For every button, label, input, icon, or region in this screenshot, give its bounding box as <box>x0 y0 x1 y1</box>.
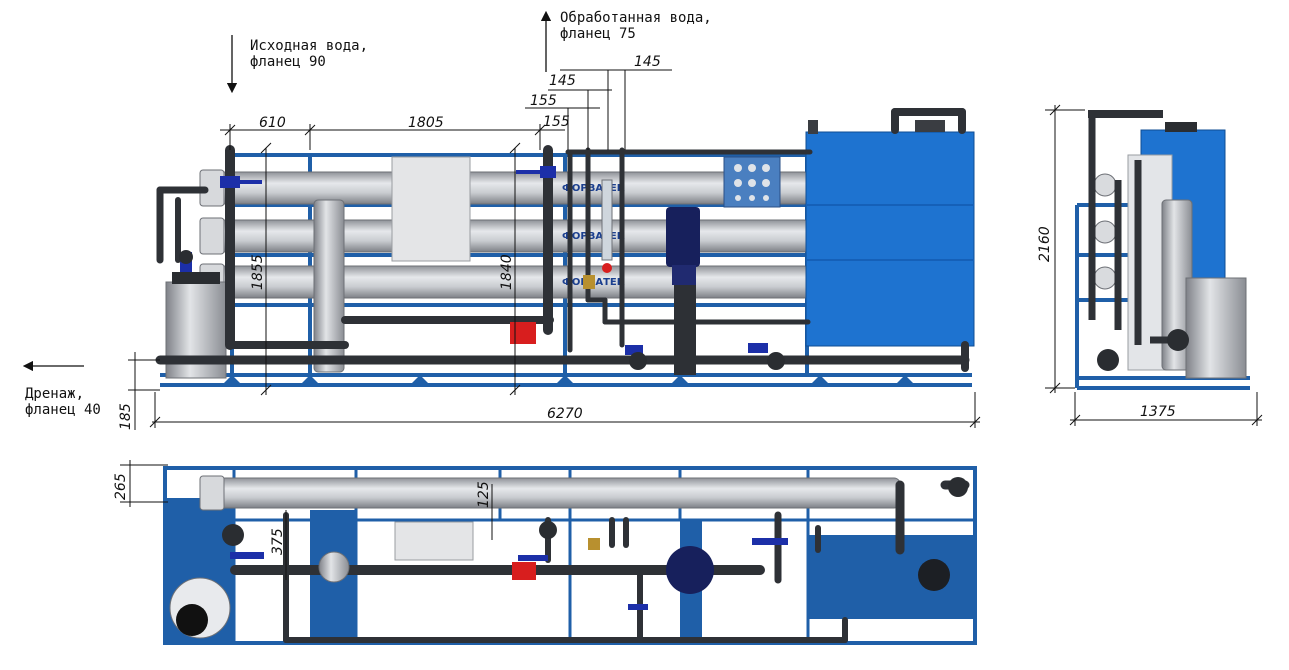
dim-6270: 6270 <box>547 406 583 422</box>
drain-label-line-2: фланец 40 <box>25 402 101 418</box>
flow-meter <box>601 179 613 261</box>
top-red-valve <box>512 562 536 580</box>
dim-185: 185 <box>118 403 134 430</box>
inlet-label-line-1: Исходная вода, <box>250 38 369 54</box>
side-vessel-end-2 <box>1093 220 1117 244</box>
top-valves <box>230 538 788 610</box>
front-base-legs <box>222 375 915 385</box>
brand-label-2: ФОРВАТЕК <box>562 231 626 242</box>
dim-155-lower: 155 <box>543 114 570 130</box>
side-vessel-end-3 <box>1093 266 1117 290</box>
top-silver-column <box>318 551 350 583</box>
dim-1375: 1375 <box>1140 404 1176 420</box>
dim-1805: 1805 <box>408 115 444 131</box>
drain-label-line-1: Дренаж, <box>25 386 85 402</box>
side-top-pipe <box>1088 110 1163 118</box>
outlet-label-line-2: фланец 75 <box>560 26 636 42</box>
dim-375: 375 <box>270 528 286 555</box>
brass-fitting <box>583 275 595 289</box>
clean-water-tank <box>805 120 975 347</box>
side-cartridge-filter <box>1185 277 1247 379</box>
side-view <box>1075 110 1250 390</box>
dim-1840: 1840 <box>499 254 515 290</box>
drain-label: Дренаж, фланец 40 <box>25 386 101 418</box>
silver-column <box>313 199 345 373</box>
top-flange <box>222 524 244 546</box>
side-flange <box>1097 349 1119 371</box>
top-view <box>163 466 977 645</box>
inlet-label-line-2: фланец 90 <box>250 54 326 70</box>
inlet-label: Исходная вода, фланец 90 <box>250 38 368 70</box>
side-flange-2 <box>1167 329 1189 351</box>
top-flange-2 <box>539 521 557 539</box>
top-control-panel <box>394 521 474 561</box>
dim-265: 265 <box>113 473 129 500</box>
side-tank-hatch <box>1165 122 1197 132</box>
brand-label-1: ФОРВАТЕК <box>562 183 626 194</box>
membrane-vessels <box>199 169 811 301</box>
control-panel <box>391 156 471 262</box>
top-vessel <box>199 477 901 509</box>
sample-valve <box>602 263 612 273</box>
dim-145-right: 145 <box>634 54 661 70</box>
outlet-label: Обработанная вода, фланец 75 <box>560 10 712 42</box>
dim-155-upper: 155 <box>530 93 557 109</box>
high-pressure-pump <box>666 207 700 375</box>
top-vessel-cap <box>199 475 225 511</box>
dim-1855: 1855 <box>250 254 266 290</box>
top-brass-fitting <box>588 538 600 550</box>
front-pipes <box>155 108 970 372</box>
dimension-lines <box>120 69 1263 580</box>
dim-610: 610 <box>259 115 286 131</box>
gauge-board <box>723 156 781 208</box>
top-flange-3 <box>948 477 968 497</box>
dim-2160: 2160 <box>1037 226 1053 262</box>
top-pump <box>666 546 714 594</box>
outlet-label-line-1: Обработанная вода, <box>560 10 712 26</box>
front-view: ФОРВАТЕК ФОРВАТЕК ФОРВАТЕК <box>155 108 975 387</box>
front-valves <box>179 166 785 370</box>
side-vessel-end-1 <box>1093 173 1117 197</box>
dim-145-left: 145 <box>549 73 576 89</box>
flow-arrows <box>22 10 552 372</box>
top-cartridge-cap <box>176 604 208 636</box>
dim-125: 125 <box>476 481 492 508</box>
top-tank-hatch <box>918 559 950 591</box>
